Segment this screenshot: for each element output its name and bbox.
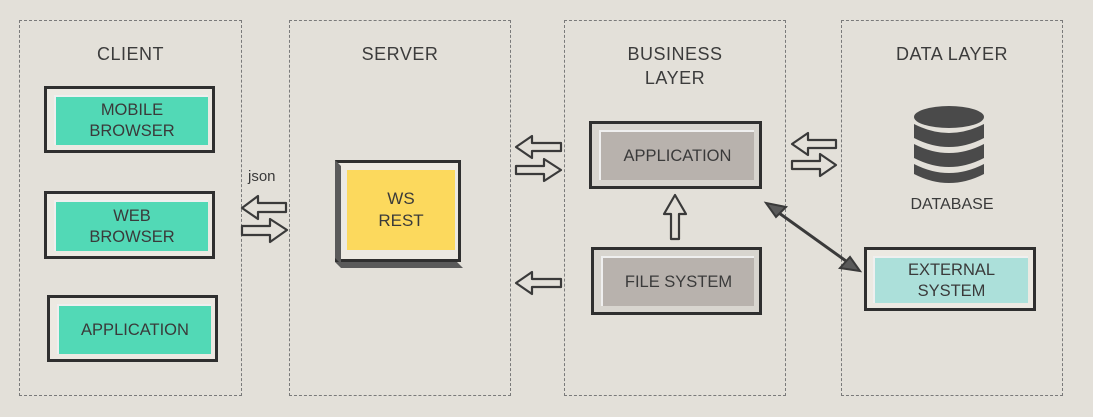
external-system-box: EXTERNAL SYSTEM (864, 247, 1036, 311)
client-server-arrows (240, 194, 289, 244)
server-layer-title: SERVER (361, 44, 439, 64)
server-layer: SERVER (289, 20, 511, 396)
client-application-label: APPLICATION (57, 304, 211, 354)
json-label: json (248, 168, 276, 185)
ws-rest-shadow (335, 160, 463, 268)
filesystem-application-arrow (662, 193, 688, 241)
business-application-label: APPLICATION (599, 130, 754, 180)
external-system-label: EXTERNAL SYSTEM (873, 256, 1028, 303)
data-layer-title: DATA LAYER (895, 44, 1009, 64)
mobile-browser-box: MOBILE BROWSER (44, 86, 215, 153)
client-layer-title: CLIENT (96, 44, 164, 64)
server-business-arrows (514, 134, 563, 183)
business-application-box: APPLICATION (589, 121, 762, 189)
database-icon (914, 106, 984, 183)
application-external-arrow (763, 201, 863, 273)
file-system-label: FILE SYSTEM (601, 256, 754, 306)
ws-rest-box: WS REST (335, 160, 461, 262)
data-layer: DATA LAYER (841, 20, 1063, 396)
database-label: DATABASE (910, 196, 994, 213)
business-layer-title: BUSINESS LAYER (627, 44, 723, 88)
filesystem-server-arrow (514, 270, 563, 296)
ws-rest-label: WS REST (347, 170, 455, 250)
web-browser-box: WEB BROWSER (44, 191, 215, 259)
file-system-box: FILE SYSTEM (591, 247, 762, 315)
web-browser-label: WEB BROWSER (54, 200, 208, 251)
mobile-browser-label: MOBILE BROWSER (54, 95, 208, 145)
business-data-arrows (790, 131, 838, 178)
client-application-box: APPLICATION (47, 295, 218, 362)
